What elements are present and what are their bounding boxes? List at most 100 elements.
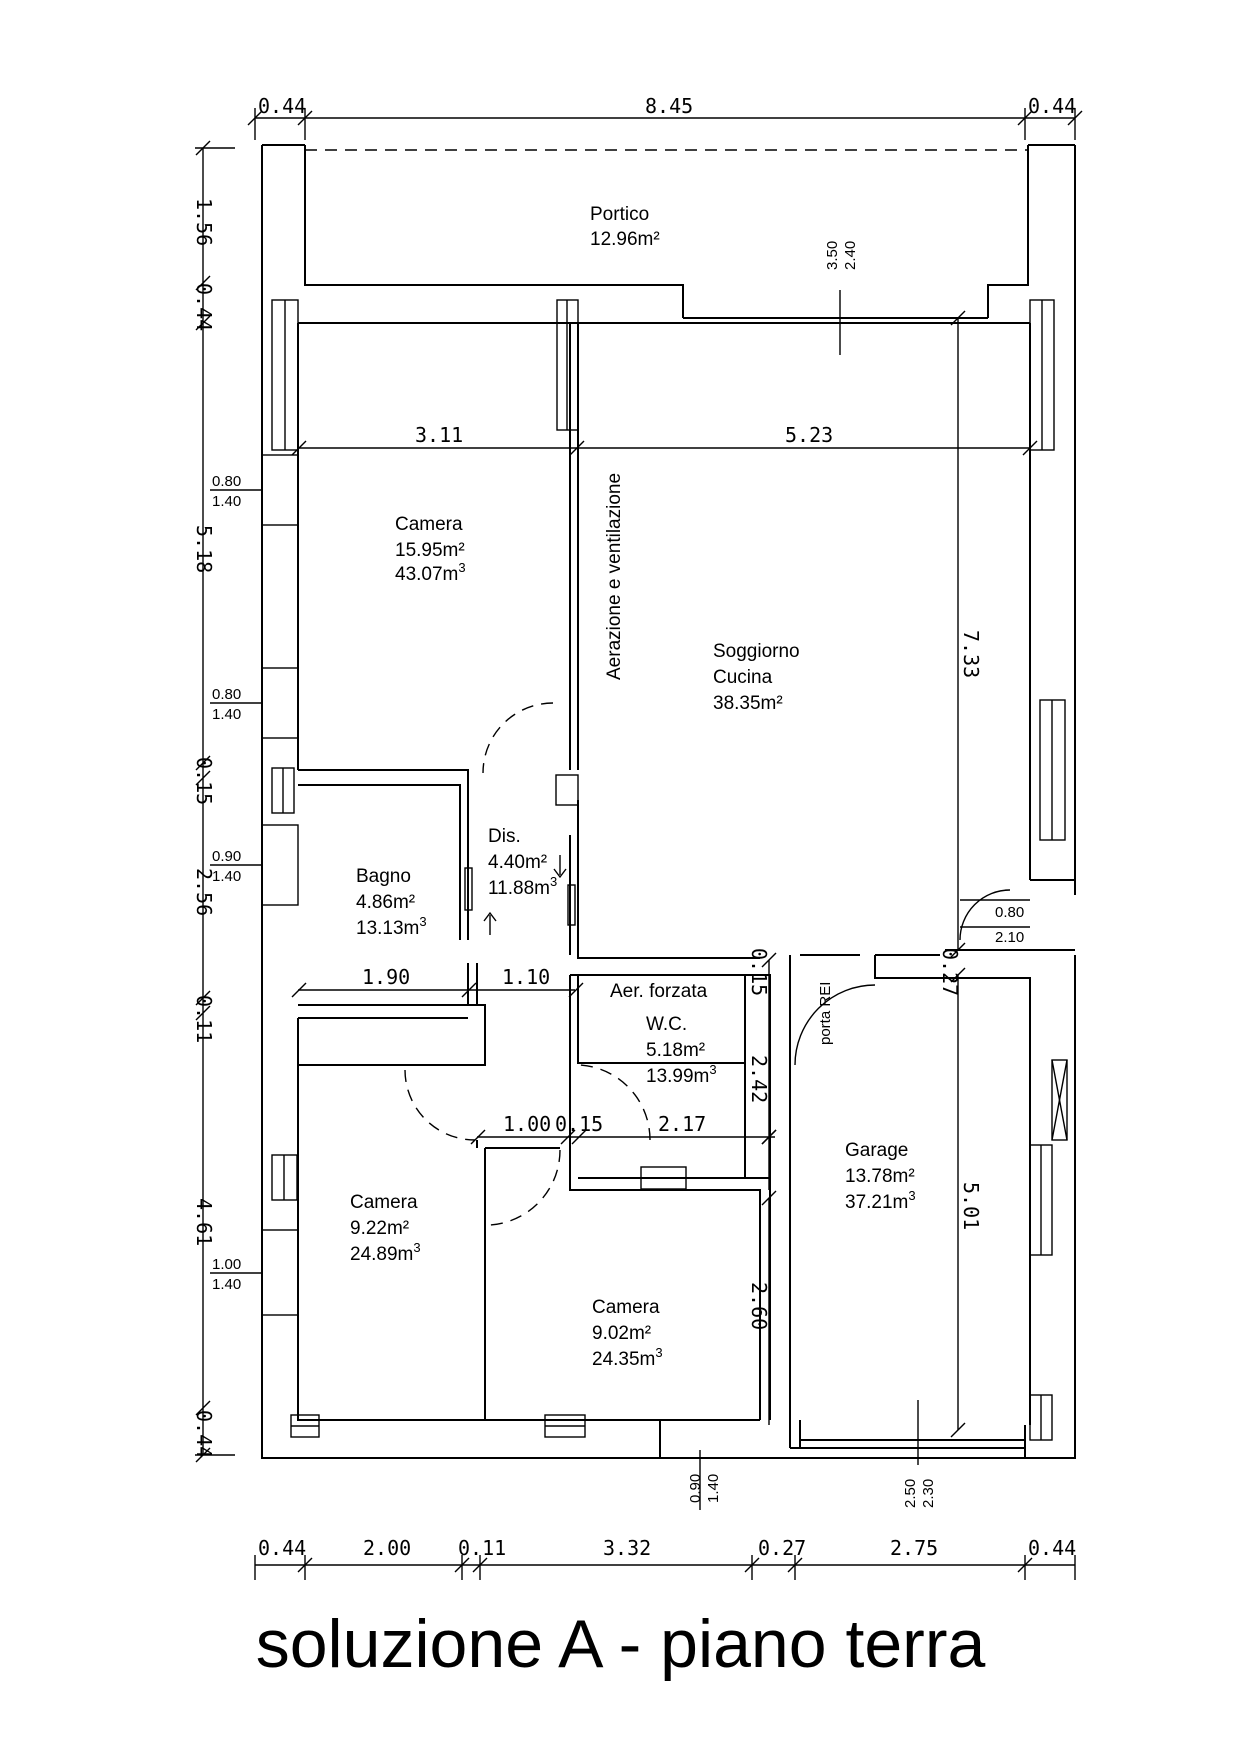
wc-volume: 13.99m3: [646, 1062, 717, 1087]
portico-area: 12.96m²: [590, 229, 660, 250]
garage-name: Garage: [845, 1140, 908, 1161]
door-swings: [404, 702, 651, 1226]
camera2-volume-exp: 3: [413, 1240, 420, 1255]
dis-volume-value: 11.88m: [488, 878, 550, 899]
camera3-volume-exp: 3: [655, 1345, 662, 1360]
dim-bottom-4: 0.27: [758, 1536, 806, 1560]
dim-bottom-1: 2.00: [363, 1536, 411, 1560]
window4-bottom: 1.40: [212, 1276, 241, 1293]
camera1-area: 15.95m²: [395, 540, 465, 561]
door-side-bottom: 2.10: [995, 929, 1024, 946]
garage-door-bottom: 2.30: [920, 1479, 937, 1508]
bottom-window-bottom: 1.40: [705, 1474, 722, 1503]
camera3-name: Camera: [592, 1297, 660, 1318]
bagno-volume-value: 13.13m: [356, 918, 419, 939]
page-title: soluzione A - piano terra: [255, 1606, 986, 1682]
dim-wc-depth: 2.42: [747, 1055, 771, 1103]
garage-area: 13.78m²: [845, 1166, 915, 1187]
bagno-volume: 13.13m3: [356, 914, 427, 939]
bagno-name: Bagno: [356, 866, 411, 887]
camera2-area: 9.22m²: [350, 1218, 409, 1239]
portico-name: Portico: [590, 204, 649, 225]
camera3-area: 9.02m²: [592, 1323, 651, 1344]
dim-corridor-b: 0.15: [555, 1112, 603, 1136]
dim-corridor-c: 2.17: [658, 1112, 706, 1136]
garage-volume: 37.21m3: [845, 1188, 916, 1213]
dim-bottom-3: 3.32: [603, 1536, 651, 1560]
direction-arrows: [483, 855, 567, 935]
dis-area: 4.40m²: [488, 852, 547, 873]
camera1-volume-exp: 3: [458, 560, 465, 575]
camera1-volume-value: 43.07m: [395, 564, 458, 585]
door-side-top: 0.80: [995, 904, 1024, 921]
camera3-volume: 24.35m3: [592, 1345, 663, 1370]
aerazione-label: Aerazione e ventilazione: [604, 473, 625, 680]
camera1-name: Camera: [395, 514, 463, 535]
camera2-name: Camera: [350, 1192, 418, 1213]
dim-bottom-5: 2.75: [890, 1536, 938, 1560]
wc-volume-value: 13.99m: [646, 1066, 709, 1087]
dim-soggiorno-width: 5.23: [785, 423, 833, 447]
dim-corridor-a: 1.00: [503, 1112, 551, 1136]
wc-name: W.C.: [646, 1014, 687, 1035]
dimension-lines: [195, 108, 1083, 1580]
dim-dis-width: 1.10: [502, 965, 550, 989]
portico-height-2: 2.40: [842, 241, 859, 270]
dim-left-5: 0.11: [192, 995, 216, 1043]
camera2-volume-value: 24.89m: [350, 1244, 413, 1265]
window1-bottom: 1.40: [212, 493, 241, 510]
window2-bottom: 1.40: [212, 706, 241, 723]
soggiorno-name-1: Soggiorno: [713, 641, 800, 662]
wc-volume-exp: 3: [709, 1062, 716, 1077]
walls: [261, 144, 1076, 1459]
opening-heights: 3.50 2.40 0.80 1.40 0.80 1.40 0.90 1.40 …: [212, 241, 1024, 1508]
window4-top: 1.00: [212, 1256, 241, 1273]
camera2-volume: 24.89m3: [350, 1240, 421, 1265]
garage-door-top: 2.50: [902, 1479, 919, 1508]
dim-camera-width: 3.11: [415, 423, 463, 447]
dis-volume: 11.88m3: [488, 874, 557, 899]
dim-bottom-6: 0.44: [1028, 1536, 1076, 1560]
bagno-volume-exp: 3: [419, 914, 426, 929]
dim-garage-depth: 5.01: [959, 1182, 983, 1230]
window2-top: 0.80: [212, 686, 241, 703]
dim-top-right: 0.44: [1028, 94, 1076, 118]
dim-top-main: 8.45: [645, 94, 693, 118]
dim-wall-b: 0.27: [938, 948, 962, 996]
window1-top: 0.80: [212, 473, 241, 490]
dim-left-7: 0.44: [192, 1410, 216, 1458]
dim-left-1: 0.44: [192, 283, 216, 331]
bagno-area: 4.86m²: [356, 892, 415, 913]
dimension-texts: 0.44 8.45 0.44 0.44 2.00 0.11 3.32 0.27 …: [192, 94, 1076, 1560]
dis-name: Dis.: [488, 826, 521, 847]
wc-area: 5.18m²: [646, 1040, 705, 1061]
dim-camera3-depth: 2.60: [747, 1282, 771, 1330]
dim-bottom-2: 0.11: [458, 1536, 506, 1560]
bottom-window-top: 0.90: [687, 1474, 704, 1503]
dim-left-6: 4.61: [192, 1198, 216, 1246]
dim-left-3: 0.15: [192, 757, 216, 805]
dim-wall-a: 0.15: [747, 948, 771, 996]
dim-left-4: 2.56: [192, 868, 216, 916]
soggiorno-area: 38.35m²: [713, 693, 783, 714]
soggiorno-name-2: Cucina: [713, 667, 773, 688]
dim-left-2: 5.18: [192, 525, 216, 573]
room-labels: Portico 12.96m² Camera 15.95m² 43.07m3 S…: [350, 204, 916, 1370]
garage-volume-exp: 3: [908, 1188, 915, 1203]
porta-rei-label: porta REI: [817, 982, 834, 1045]
dim-left-0: 1.56: [192, 198, 216, 246]
window3-top: 0.90: [212, 848, 241, 865]
door-swings-solid: [210, 489, 1030, 1274]
camera1-volume: 43.07m3: [395, 560, 466, 585]
wc-note: Aer. forzata: [610, 981, 708, 1002]
dis-volume-exp: 3: [550, 874, 557, 889]
dim-bagno-width: 1.90: [362, 965, 410, 989]
camera3-volume-value: 24.35m: [592, 1349, 655, 1370]
dim-bottom-0: 0.44: [258, 1536, 306, 1560]
dim-top-left: 0.44: [258, 94, 306, 118]
portico-height-1: 3.50: [824, 241, 841, 270]
garage-volume-value: 37.21m: [845, 1192, 908, 1213]
dim-soggiorno-depth: 7.33: [959, 630, 983, 678]
window3-bottom: 1.40: [212, 868, 241, 885]
